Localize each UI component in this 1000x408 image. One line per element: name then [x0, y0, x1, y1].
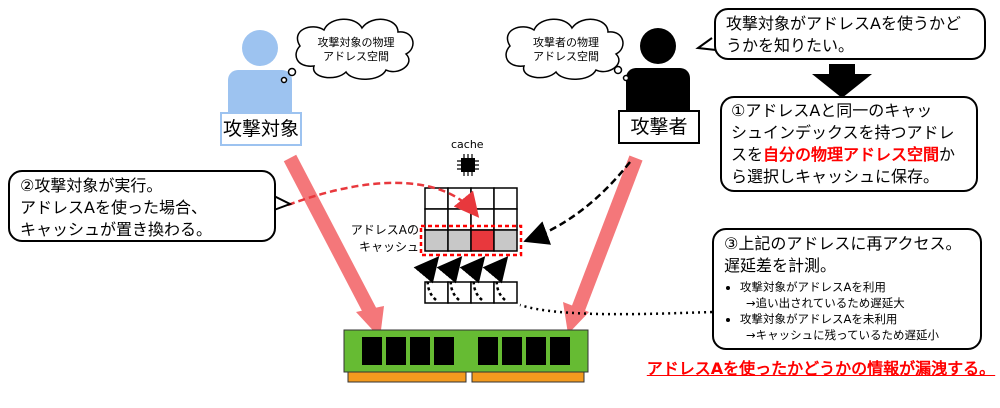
attacker-label: 攻撃者 [618, 110, 700, 144]
step1-line3: スを自分の物理アドレス空間か [731, 144, 967, 166]
goal-line2: うかを知りたい。 [726, 36, 855, 55]
step1-line2: シュインデックスを持つアドレ [731, 123, 955, 142]
step3-bullet-unused-sub: →キャッシュに残っているため遅延小 [746, 328, 940, 342]
step1-line1: ①アドレスAと同一のキャッ [731, 101, 933, 120]
victim-thought-text: 攻撃対象の物理 アドレス空間 [301, 36, 411, 64]
step3-bullet-used-main: 攻撃対象がアドレスAを利用 [740, 280, 886, 294]
victim-thought-line1: 攻撃対象の物理 [317, 36, 395, 49]
cache-line-label-2: キャッシュ [358, 240, 419, 254]
attacker-address-blocks [424, 281, 518, 304]
step2-callout: ②攻撃対象が実行。 アドレスAを使った場合、 キャッシュが置き換わる。 [8, 170, 276, 242]
attacker-thought-cloud [505, 18, 630, 82]
step2-line1: ②攻撃対象が実行。 [20, 176, 163, 195]
attacker-thought-text: 攻撃者の物理 アドレス空間 [511, 36, 621, 64]
cache-line-label: アドレスAの キャッシュ [345, 222, 419, 256]
step1-line3-pre: スを [731, 145, 764, 164]
attacker-to-memory-arrow [570, 155, 643, 315]
memory-module-icon [343, 329, 589, 383]
step1-highlight: 自分の物理アドレス空間 [763, 145, 940, 164]
cache-line-highlight [419, 224, 523, 257]
step3-line2: 遅延差を計測。 [724, 256, 837, 275]
step3-line1: ③上記のアドレスに再アクセス。 [724, 234, 962, 253]
step2-line2: アドレスAを使った場合、 [20, 198, 207, 217]
victim-to-memory-arrow [283, 154, 379, 319]
step3-dotted-connector [519, 303, 713, 316]
cache-line-label-1: アドレスAの [350, 223, 419, 237]
step2-callout-tail [273, 195, 293, 211]
cache-grid [424, 187, 518, 252]
step3-bullet-unused: 攻撃対象がアドレスAを未利用 →キャッシュに残っているため遅延小 [740, 311, 970, 343]
cache-entry-victim [470, 229, 495, 252]
goal-callout-tail [695, 37, 717, 51]
victim-thought-cloud [280, 18, 414, 84]
attacker-arrow-head [563, 302, 589, 334]
step1-callout: ①アドレスAと同一のキャッ シュインデックスを持つアドレ スを自分の物理アドレス… [720, 96, 978, 192]
step3-bullet-used: 攻撃対象がアドレスAを利用 →追い出されているため遅延大 [740, 279, 970, 311]
attacker-thought-line2: アドレス空間 [533, 50, 599, 63]
step2-line3: キャッシュが置き換わる。 [20, 220, 213, 239]
goal-callout: 攻撃対象がアドレスAを使うかど うかを知りたい。 [714, 8, 986, 60]
step3-bullet-list: 攻撃対象がアドレスAを利用 →追い出されているため遅延大 攻撃対象がアドレスAを… [724, 279, 970, 343]
cache-label: cache [451, 138, 484, 151]
down-arrow-icon [812, 64, 872, 98]
step1-line4: ら選択しキャッシュに保存。 [731, 167, 940, 186]
step3-bullet-used-sub: →追い出されているため遅延大 [746, 296, 905, 310]
attacker-store-arrow [523, 161, 631, 245]
step3-callout: ③上記のアドレスに再アクセス。 遅延差を計測。 攻撃対象がアドレスAを利用 →追… [712, 228, 982, 350]
victim-label: 攻撃対象 [220, 112, 302, 146]
attacker-thought-line1: 攻撃者の物理 [533, 36, 599, 49]
goal-line1: 攻撃対象がアドレスAを使うかど [726, 14, 961, 33]
step3-bullet-unused-main: 攻撃対象がアドレスAを未利用 [740, 312, 898, 326]
victim-replace-arrow [287, 181, 480, 218]
step1-line3-post: か [939, 145, 956, 164]
victim-thought-line2: アドレス空間 [323, 50, 389, 63]
conclusion-text: アドレスAを使ったかどうかの情報が漏洩する。 [646, 359, 996, 378]
chip-icon [457, 154, 479, 176]
cache-line-a [424, 229, 449, 252]
